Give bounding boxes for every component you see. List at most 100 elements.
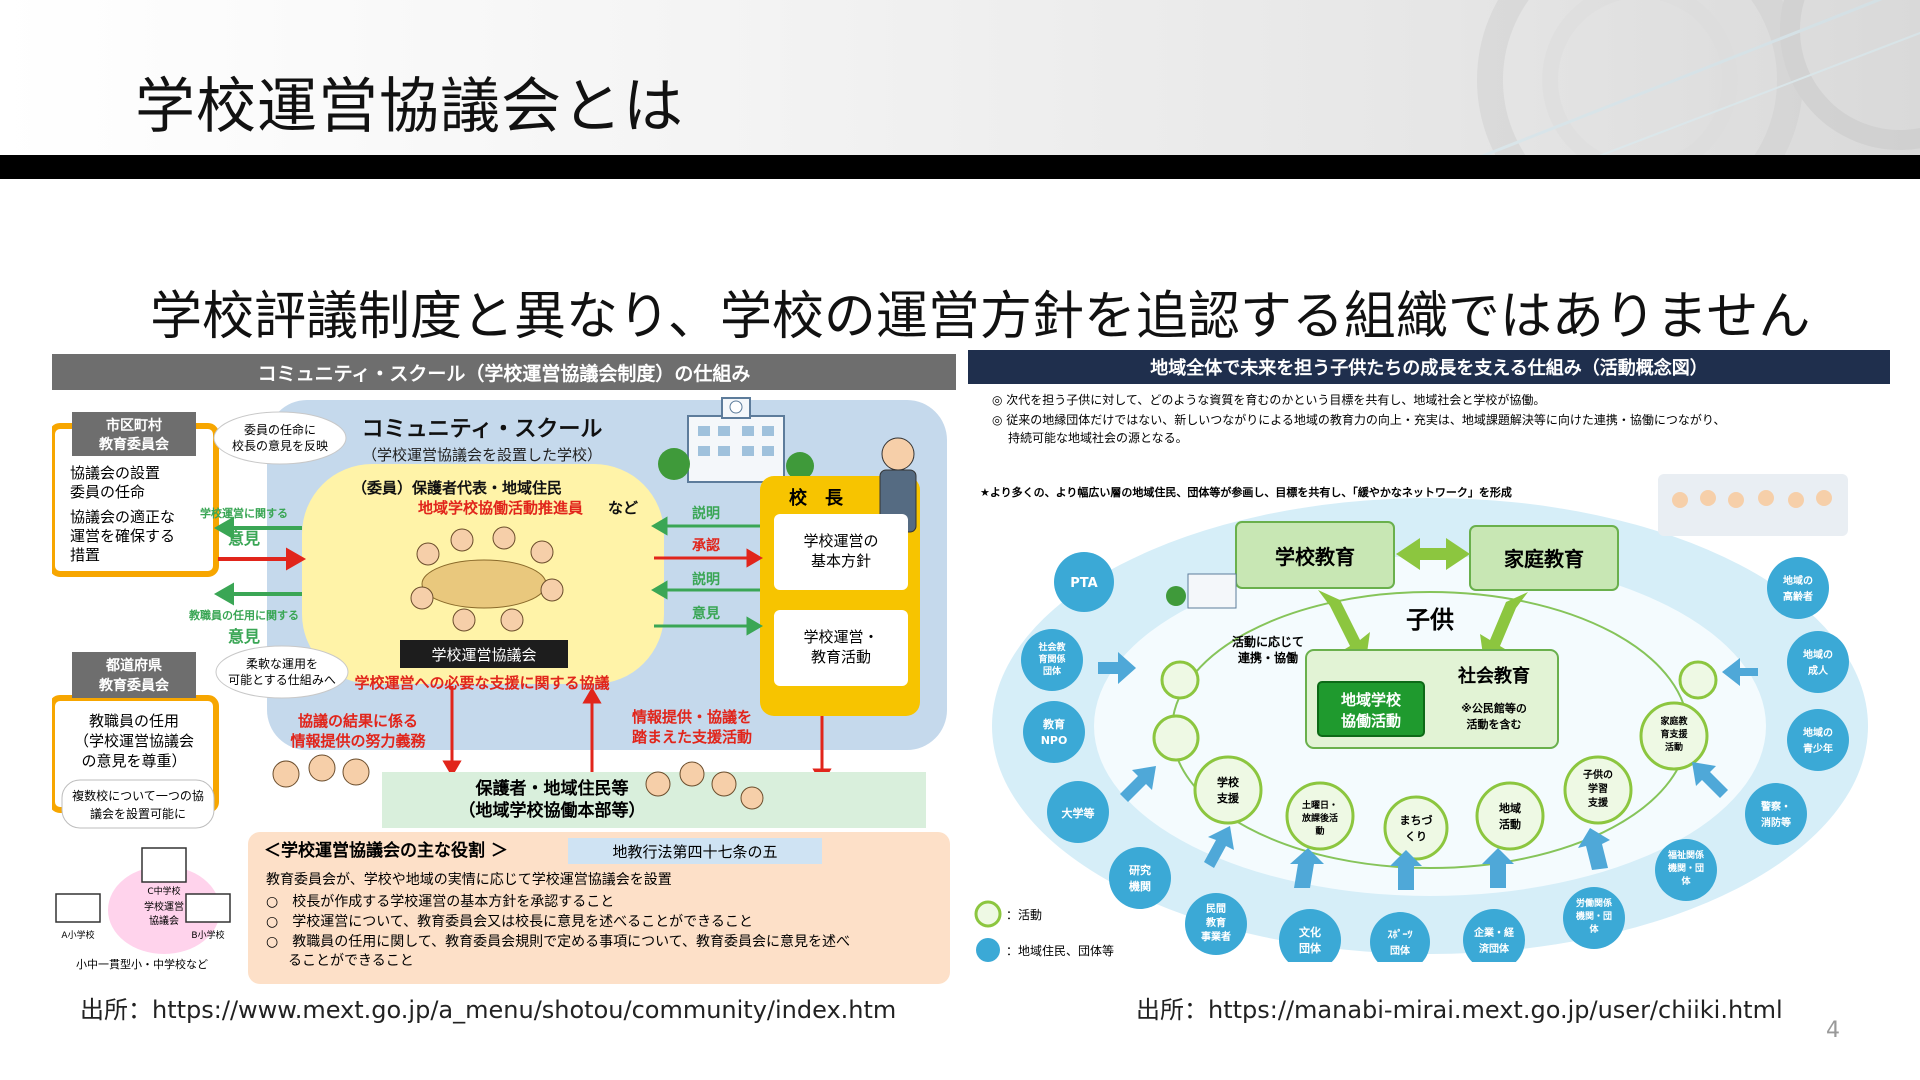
group-label: 消防等 — [1761, 816, 1791, 829]
pref-board-line: （学校運営協議会 — [74, 732, 194, 750]
network-note: ★より多くの、より幅広い層の地域住民、団体等が参画し、目標を共有し、「緩やかなネ… — [980, 485, 1512, 499]
group-label: 高齢者 — [1783, 590, 1813, 603]
council-etc: など — [608, 499, 638, 517]
community-school-diagram: コミュニティ・スクール（学校運営協議会制度）の仕組み コミュニティ・スクール （… — [52, 354, 956, 990]
cooperate-label: 活動に応じて — [1232, 634, 1304, 649]
activity-label: 学習 — [1588, 782, 1608, 795]
multi-school-note: 議会を設置可能に — [90, 806, 186, 821]
group-label: 研究 — [1129, 863, 1151, 877]
school-label: 学校運営 — [144, 900, 184, 913]
group-label: 体 — [1589, 923, 1599, 935]
group-label: 事業者 — [1201, 930, 1231, 943]
group-label: 労働関係 — [1576, 897, 1612, 909]
roles-item: ○ 学校運営について、教育委員会又は校長に意見を述べることができること — [266, 913, 753, 930]
social-education: 社会教育 — [1458, 665, 1530, 687]
policy-text: 基本方針 — [811, 552, 871, 570]
pref-board-line: の意見を尊重） — [81, 752, 186, 770]
activity-label: まちづ — [1400, 813, 1433, 827]
group-label: 地域の — [1803, 648, 1833, 661]
roles-item: ることができること — [288, 953, 414, 969]
school-label: 協議会 — [149, 914, 179, 927]
school-label: B小学校 — [191, 929, 224, 941]
activity-label: 家庭教 — [1660, 715, 1688, 727]
note-line: ◎ 次代を担う子供に対して、どのような資質を育むのかという目標を共有し、地域社会… — [992, 392, 1545, 407]
parents-subtitle: （地域学校協働本部等） — [459, 800, 646, 821]
group-label: 成人 — [1808, 664, 1829, 677]
source-right: 出所：https://manabi-mirai.mext.go.jp/user/… — [1136, 990, 1783, 1025]
slide-subtitle: 学校評議制度と異なり、学校の運営方針を追認する組織ではありません — [150, 274, 1810, 349]
group-label: 機関 — [1129, 879, 1151, 893]
council-promoter: 地域学校協働活動推進員 — [418, 499, 583, 517]
arrow-label: 説明 — [692, 505, 720, 522]
kominkan-note: 活動を含む — [1467, 717, 1522, 731]
gear-decoration — [1080, 0, 1920, 155]
group-label: 社会教 — [1037, 641, 1066, 653]
speech-bubble: 校長の意見を反映 — [232, 438, 328, 453]
pref-board-title: 都道府県 — [105, 657, 162, 674]
legend-activity: ：活動 — [1006, 908, 1042, 922]
city-board-title2: 教育委員会 — [99, 436, 170, 453]
child-label: 子供 — [1406, 606, 1454, 634]
diagram-header: 地域全体で未来を担う子供たちの成長を支える仕組み（活動概念図） — [1150, 357, 1707, 379]
group-label: 機関・団 — [1576, 910, 1612, 922]
cs-title: コミュニティ・スクール — [362, 417, 603, 442]
activities-text: 教育活動 — [811, 648, 871, 666]
group-label: 福祉関係 — [1667, 849, 1704, 861]
regional-activity-diagram: 地域全体で未来を担う子供たちの成長を支える仕組み（活動概念図） ◎ 次代を担う子… — [968, 350, 1890, 962]
parents-title: 保護者・地域住民等 — [475, 778, 629, 799]
group-label: 団体 — [1390, 944, 1411, 957]
support-discussion: 学校運営への必要な支援に関する協議 — [354, 674, 609, 692]
source-left: 出所：https://www.mext.go.jp/a_menu/shotou/… — [80, 990, 896, 1025]
legend-group: ：地域住民、団体等 — [1006, 944, 1114, 958]
group-label: 民間 — [1206, 903, 1226, 915]
arrow-label: 承認 — [692, 537, 720, 554]
activity-label: 支援 — [1587, 796, 1609, 809]
city-board-title: 市区町村 — [106, 417, 162, 434]
kyodo-activity: 協働活動 — [1341, 712, 1401, 730]
diagram-header: コミュニティ・スクール（学校運営協議会制度）の仕組み — [258, 362, 751, 385]
group-label: 地域の — [1783, 574, 1813, 587]
group-label: 教育 — [1042, 717, 1065, 731]
community-illustration — [1658, 474, 1848, 536]
group-label: 大学等 — [1062, 806, 1095, 820]
kominkan-note: ※公民館等の — [1461, 701, 1527, 715]
speech-bubble: 柔軟な運用を — [246, 656, 318, 671]
city-board-line: 協議会の設置 — [70, 464, 160, 482]
council-label: 学校運営協議会 — [431, 646, 536, 664]
group-label: 教育 — [1205, 916, 1226, 929]
cooperate-label: 連携・協働 — [1238, 650, 1298, 665]
school-label: C中学校 — [147, 885, 180, 897]
activity-label: 子供の — [1583, 768, 1613, 781]
title-divider-band — [0, 155, 1920, 179]
group-label: 済団体 — [1479, 942, 1510, 955]
results-label: 協議の結果に係る — [298, 712, 418, 730]
arrow-label: 意見 — [692, 605, 720, 622]
multi-school-note: 複数校について一つの協 — [72, 788, 204, 803]
activity-label: 活動 — [1499, 817, 1521, 831]
pref-board-line: 教職員の任用 — [89, 712, 179, 730]
opinion-label: 学校運営に関する — [200, 506, 288, 520]
group-label: 青少年 — [1803, 742, 1833, 755]
activity-label: 育支援 — [1660, 728, 1688, 740]
note-line: ◎ 従来の地縁団体だけではない、新しいつながりによる地域の教育力の向上・充実は、… — [992, 412, 1725, 427]
principal-title: 校 長 — [789, 487, 844, 509]
activities-text: 学校運営・ — [803, 628, 878, 646]
activity-label: 動 — [1315, 825, 1324, 837]
info-support-label: 踏まえた支援活動 — [632, 728, 752, 746]
city-board-line: 協議会の適正な — [70, 508, 175, 526]
home-education: 家庭教育 — [1504, 547, 1584, 571]
city-board-line: 委員の任命 — [70, 483, 145, 501]
roles-title: ＜学校運営協議会の主な役割 ＞ — [264, 840, 508, 861]
group-label: 育関係 — [1038, 653, 1065, 665]
note-line: 持続可能な地域社会の源となる。 — [1008, 430, 1188, 445]
group-label: 機関・団 — [1668, 862, 1704, 874]
group-label: 団体 — [1043, 665, 1062, 677]
group-label: 団体 — [1299, 941, 1322, 955]
group-label: NPO — [1041, 734, 1068, 747]
activity-label: 活動 — [1665, 741, 1683, 753]
roles-item: ○ 校長が作成する学校運営の基本方針を承認すること — [266, 893, 614, 910]
group-label: PTA — [1070, 576, 1097, 591]
speech-bubble: 可能とする仕組みへ — [228, 673, 336, 687]
activity-label: 学校 — [1217, 775, 1240, 789]
opinion-label: 教職員の任用に関する — [188, 608, 299, 622]
